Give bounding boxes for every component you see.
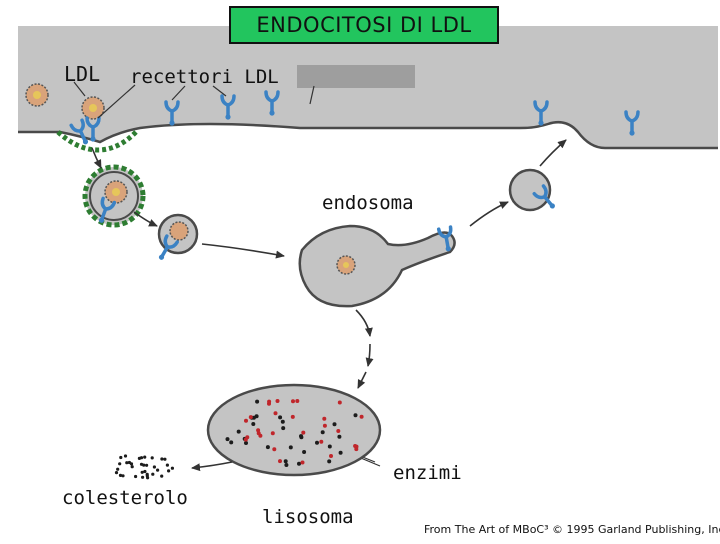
cholesterol-dot [134,474,138,479]
cholesterol-dot [121,474,125,478]
cholesterol-dot [146,476,150,480]
lysosome-dot [315,440,319,445]
cholesterol-label: colesterolo [62,487,188,509]
lysosome-dot [281,426,286,431]
credit-line: From The Art of MBoC³ © 1995 Garland Pub… [424,523,720,536]
lysosome-label: lisosoma [262,506,354,528]
uncoated-vesicle [153,213,199,265]
enzyme-dot [290,414,295,419]
membrane-edge [18,121,718,150]
recycling-vesicle [508,168,561,214]
enzyme-dot [278,459,282,464]
endosome [298,224,457,308]
lysosome-dot [327,444,332,449]
lysosome-dot [225,437,230,442]
enzyme-dot [291,399,295,404]
cholesterol-dot [140,470,144,474]
lysosome-dot [320,430,325,435]
lysosome-dot [255,399,260,404]
enzyme-dot [270,431,275,436]
enzyme-dot [273,411,278,416]
cholesterol-dot [141,475,145,479]
lysosome-dot [288,445,293,450]
cholesterol-dot [156,468,160,472]
cholesterol-dot [114,471,119,475]
lysosome-dot [337,434,342,439]
lysosome-dot [284,463,289,467]
cholesterol-dot [125,461,129,465]
lysosome-dot [280,419,285,424]
cholesterol-dot [143,469,147,474]
cholesterol-dot [139,462,144,466]
enzyme-dot [256,431,261,436]
cholesterol-dot [119,455,123,460]
lysosome-dot [338,450,343,455]
lysosome-dot [251,422,256,426]
cholesterol-dot [152,465,156,469]
enzyme-dot [300,460,305,465]
cholesterol-dot [151,472,155,476]
enzyme-dot [256,428,261,433]
ldl-label: LDL [64,62,101,86]
lysosome-dot [332,422,337,427]
enzyme-dot [322,416,327,421]
cholesterol-dot [118,473,123,477]
cholesterol-dot [129,462,134,466]
cholesterol-dot [170,466,174,470]
lysosome-dot [327,459,332,464]
cholesterol-dot [163,457,167,461]
cholesterol-dot [165,463,169,467]
cholesterol-dot [145,463,149,467]
lysosome-dot [299,434,303,439]
cholesterol-dot [118,462,122,466]
lysosome [206,383,382,477]
enzyme-dot [359,414,364,419]
lysosome-dot [302,450,307,454]
lysosome-dot [236,429,241,434]
lysosome-dot [353,413,358,418]
enzyme-dot [336,429,341,433]
endosome-label: endosoma [322,192,414,214]
receptors-label: recettori LDL [130,66,279,88]
lysosome-dot [265,445,270,450]
lysosome-dot [278,415,283,420]
enzyme-dot [329,454,333,458]
page-title: ENDOCITOSI DI LDL [256,13,472,37]
lysosome-dot [244,441,248,445]
cholesterol-dot [150,456,154,460]
lysosome-dot [283,459,288,464]
enzyme-dot [322,423,327,428]
enzyme-dot [319,439,324,444]
cholesterol-dot [167,469,171,473]
cholesterol-dot [116,467,120,471]
enzyme-dot [245,435,250,440]
enzyme-dot [267,399,272,404]
coated-pit [25,83,138,153]
lysosome-dot [229,440,234,445]
enzyme-dot [354,447,359,452]
cholesterol-dot [139,456,144,460]
cholesterol-dot [160,474,164,478]
lysosome-dot [254,414,259,419]
enzyme-dot [248,415,253,420]
enzyme-dot [275,399,280,403]
cholesterol-dot [123,454,128,458]
enzyme-dot [301,430,306,435]
title-box: ENDOCITOSI DI LDL [229,6,499,44]
enzyme-dot [295,399,300,403]
enzymes-label: enzimi [393,462,462,484]
pathway-arrows [91,139,567,472]
label-backdrop [297,65,415,88]
cholesterol-particles [114,454,174,480]
cholesterol-dot [143,455,147,459]
lysosome-dot [297,461,301,466]
enzyme-dot [272,447,277,452]
cholesterol-dot [130,465,134,469]
cholesterol-dot [160,457,164,461]
enzyme-dot [337,400,342,405]
coated-vesicle [82,164,146,228]
enzyme-dot [244,418,248,423]
